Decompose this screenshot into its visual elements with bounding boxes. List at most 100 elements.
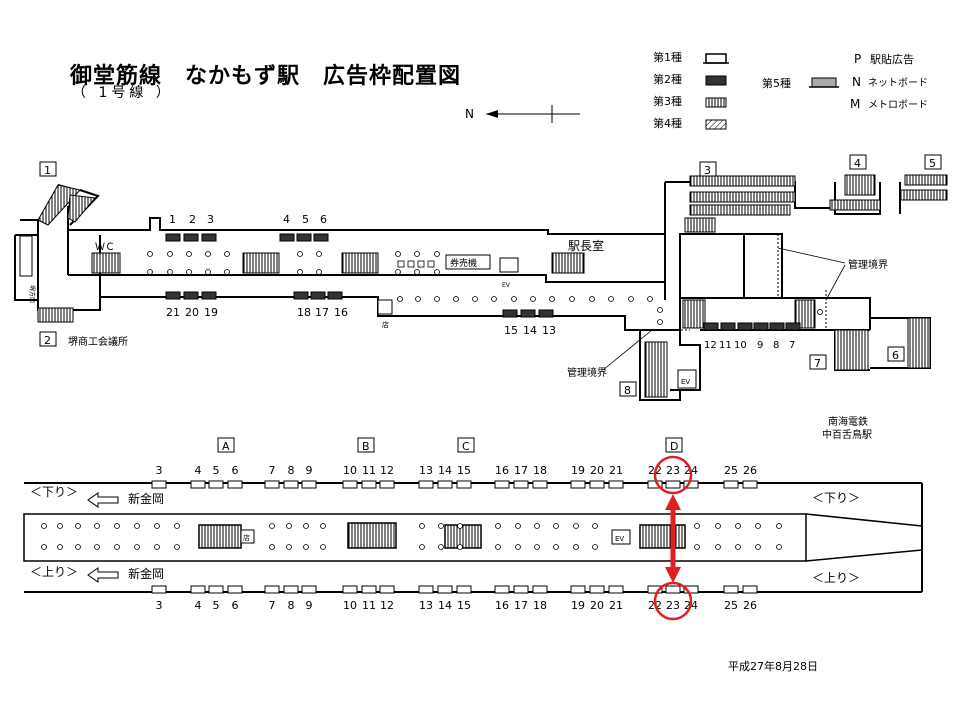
pillar bbox=[94, 544, 100, 550]
pillar bbox=[316, 269, 322, 275]
pillar bbox=[592, 523, 598, 529]
pillar bbox=[491, 296, 497, 302]
pillar bbox=[147, 251, 153, 257]
ad-box-bottom bbox=[379, 585, 395, 594]
pillar bbox=[553, 523, 559, 529]
ad-box-top bbox=[264, 480, 280, 489]
pillar bbox=[419, 544, 425, 550]
ad-box-bottom bbox=[683, 585, 699, 594]
ad-box-top bbox=[513, 480, 529, 489]
platform-ad-num-top: 11 bbox=[362, 464, 376, 477]
pillar bbox=[174, 544, 180, 550]
compass: N bbox=[465, 105, 580, 123]
pillar bbox=[694, 523, 700, 529]
vertical-direction-label: 堺方面 bbox=[28, 285, 36, 303]
wc-label: ＷＣ bbox=[95, 242, 115, 253]
pillar bbox=[75, 523, 81, 529]
pillar bbox=[438, 523, 444, 529]
pillar bbox=[534, 523, 540, 529]
platform-ad-num-top: 14 bbox=[438, 464, 452, 477]
up-label-right: ＜上り＞ bbox=[812, 571, 860, 585]
exit-7-label: 7 bbox=[814, 357, 821, 370]
pillar bbox=[224, 251, 230, 257]
arrow-left-down-icon bbox=[87, 492, 119, 508]
ad-num: 6 bbox=[320, 213, 327, 226]
ad-box-top bbox=[608, 480, 624, 489]
ad-box-bottom bbox=[264, 585, 280, 594]
pillar bbox=[269, 544, 275, 550]
section-a: A bbox=[222, 440, 230, 453]
up-label-left: ＜上り＞ bbox=[30, 565, 78, 579]
platform-ad-num-top: 19 bbox=[571, 464, 585, 477]
platform-pillars bbox=[41, 523, 782, 550]
ad-box-bottom bbox=[301, 585, 317, 594]
ad-box-bottom bbox=[723, 585, 739, 594]
exit-5-label: 5 bbox=[929, 157, 936, 170]
ad-num: 20 bbox=[185, 306, 199, 319]
ad-num: 3 bbox=[207, 213, 214, 226]
platform-stairs bbox=[198, 522, 686, 549]
ad-num: 15 bbox=[504, 324, 518, 337]
pillar bbox=[224, 269, 230, 275]
pillar bbox=[269, 523, 275, 529]
ad-num: 17 bbox=[315, 306, 329, 319]
ad-box-top bbox=[283, 480, 299, 489]
platform-ad-num-top: 3 bbox=[156, 464, 163, 477]
concourse-stairs bbox=[19, 174, 948, 398]
concourse-ad-numbers: 1 2 3 4 5 6 21 20 19 18 17 16 15 14 13 1… bbox=[166, 213, 795, 351]
pillar bbox=[174, 523, 180, 529]
platform-ad-num-bottom: 9 bbox=[306, 599, 313, 612]
ad-num: 14 bbox=[523, 324, 537, 337]
platform-ad-num-bottom: 10 bbox=[343, 599, 357, 612]
arrow-left-up-icon bbox=[87, 567, 119, 583]
ad-num: 12 bbox=[704, 340, 717, 351]
down-label-left: ＜下り＞ bbox=[30, 485, 78, 499]
platform-ad-num-top: 21 bbox=[609, 464, 623, 477]
exit-3-label: 3 bbox=[704, 164, 711, 177]
section-c: C bbox=[462, 440, 470, 453]
pillar bbox=[407, 260, 415, 268]
exit-1-label: 1 bbox=[44, 164, 51, 177]
platform-ad-num-bottom: 26 bbox=[743, 599, 757, 612]
platform-ad-num-top: 23 bbox=[666, 464, 680, 477]
pillar bbox=[715, 523, 721, 529]
pillar bbox=[41, 523, 47, 529]
ad-num: 19 bbox=[204, 306, 218, 319]
pillar bbox=[530, 296, 536, 302]
ad-num: 1 bbox=[169, 213, 176, 226]
legend-n: N bbox=[852, 75, 861, 89]
ad-box-top bbox=[301, 480, 317, 489]
section-b: B bbox=[362, 440, 370, 453]
highlight-23 bbox=[653, 455, 693, 621]
compass-n: N bbox=[465, 107, 474, 121]
pillar bbox=[286, 544, 292, 550]
legend-m: M bbox=[850, 97, 860, 111]
pillar bbox=[553, 544, 559, 550]
platform-ad-num-top: 5 bbox=[213, 464, 220, 477]
pillar bbox=[817, 309, 823, 315]
platform-ad-num-top: 17 bbox=[514, 464, 528, 477]
pillar bbox=[472, 296, 478, 302]
station-office-label: 駅長室 bbox=[568, 238, 604, 253]
ad-box-bottom bbox=[742, 585, 758, 594]
pillar bbox=[657, 307, 663, 313]
ad-box-bottom bbox=[589, 585, 605, 594]
pillar bbox=[397, 296, 403, 302]
pillar bbox=[457, 544, 463, 550]
pillar bbox=[134, 544, 140, 550]
exit-6-label: 6 bbox=[892, 349, 899, 362]
exit-4-label: 4 bbox=[854, 157, 861, 170]
page-subtitle: （ 1号線 ） bbox=[72, 85, 174, 101]
legend-type1-swatch bbox=[705, 53, 727, 64]
pillar bbox=[94, 523, 100, 529]
ad-box-top bbox=[190, 480, 206, 489]
platform-ad-num-bottom: 6 bbox=[232, 599, 239, 612]
ad-box-bottom bbox=[190, 585, 206, 594]
pillar bbox=[511, 296, 517, 302]
ad-num: 5 bbox=[302, 213, 309, 226]
pillar bbox=[114, 523, 120, 529]
exit-8-label: 8 bbox=[624, 384, 631, 397]
legend-m-label: メトロボード bbox=[868, 99, 928, 111]
platform-ad-num-bottom: 21 bbox=[609, 599, 623, 612]
concourse-labels: 1 2 堺商工会議所 3 4 5 6 7 8 ＷＣ 券売機 EV 駅長室 店 管… bbox=[28, 154, 942, 441]
